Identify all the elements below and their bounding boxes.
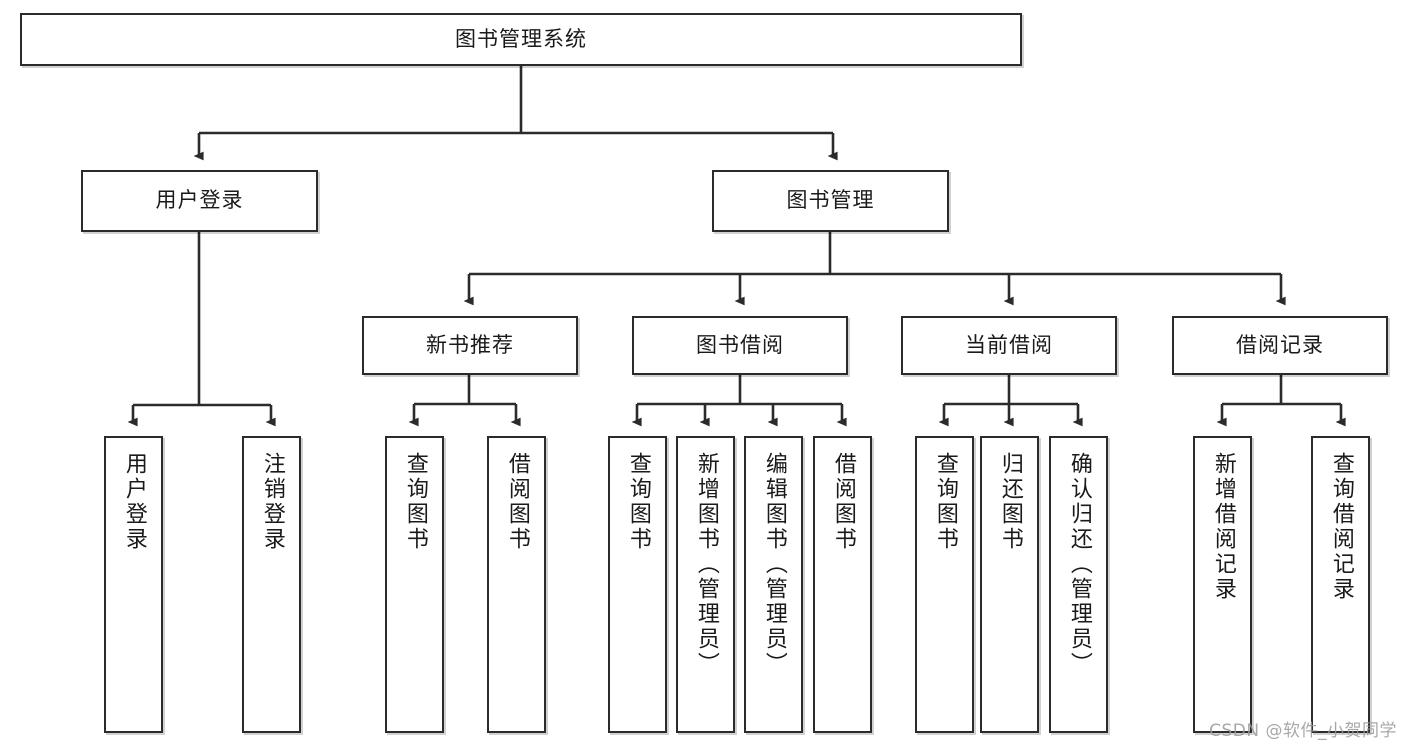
node-leaf-query-record[interactable]: 查询借阅记录	[1311, 436, 1370, 733]
node-leaf-return-book[interactable]: 归还图书	[980, 436, 1039, 733]
node-current-borrow[interactable]: 当前借阅	[901, 316, 1117, 375]
csdn-watermark: CSDN @软件_小贺同学	[1209, 721, 1397, 741]
node-leaf-query-book-2[interactable]: 查询图书	[608, 436, 667, 733]
node-leaf-borrow-book-1-label: 借阅图书	[504, 452, 530, 552]
node-book-borrow[interactable]: 图书借阅	[632, 316, 848, 375]
node-leaf-logout[interactable]: 注销登录	[242, 436, 301, 733]
node-root-label: 图书管理系统	[455, 26, 587, 51]
node-leaf-borrow-book-2[interactable]: 借阅图书	[813, 436, 872, 733]
node-borrow-record-label: 借阅记录	[1236, 332, 1324, 357]
node-new-book-recommend-label: 新书推荐	[426, 332, 514, 357]
node-leaf-return-book-label: 归还图书	[997, 452, 1023, 552]
node-root[interactable]: 图书管理系统	[20, 13, 1022, 66]
node-leaf-confirm-return[interactable]: 确认归还（管理员）	[1049, 436, 1108, 733]
node-leaf-query-book-3-label: 查询图书	[932, 452, 958, 552]
node-book-borrow-label: 图书借阅	[696, 332, 784, 357]
node-user-login-label: 用户登录	[155, 188, 244, 213]
node-leaf-query-book-1-label: 查询图书	[402, 452, 428, 552]
node-new-book-recommend[interactable]: 新书推荐	[362, 316, 578, 375]
node-leaf-logout-label: 注销登录	[259, 452, 285, 552]
node-leaf-borrow-book-2-label: 借阅图书	[830, 452, 856, 552]
node-leaf-add-record[interactable]: 新增借阅记录	[1193, 436, 1252, 733]
node-leaf-query-book-1[interactable]: 查询图书	[385, 436, 444, 733]
node-leaf-confirm-return-label: 确认归还（管理员）	[1066, 452, 1092, 677]
node-leaf-query-book-3[interactable]: 查询图书	[915, 436, 974, 733]
node-user-login[interactable]: 用户登录	[81, 170, 318, 232]
node-leaf-add-record-label: 新增借阅记录	[1210, 452, 1236, 602]
node-leaf-user-login[interactable]: 用户登录	[104, 436, 163, 733]
node-leaf-query-book-2-label: 查询图书	[625, 452, 651, 552]
node-current-borrow-label: 当前借阅	[965, 332, 1053, 357]
node-leaf-add-book-label: 新增图书（管理员）	[693, 452, 719, 677]
node-leaf-edit-book-label: 编辑图书（管理员）	[761, 452, 787, 677]
node-book-management-label: 图书管理	[786, 188, 875, 213]
node-leaf-edit-book[interactable]: 编辑图书（管理员）	[744, 436, 803, 733]
node-book-management[interactable]: 图书管理	[712, 170, 949, 232]
node-leaf-user-login-label: 用户登录	[121, 452, 147, 552]
node-leaf-borrow-book-1[interactable]: 借阅图书	[487, 436, 546, 733]
node-leaf-query-record-label: 查询借阅记录	[1328, 452, 1354, 602]
node-leaf-add-book[interactable]: 新增图书（管理员）	[676, 436, 735, 733]
node-borrow-record[interactable]: 借阅记录	[1172, 316, 1388, 375]
